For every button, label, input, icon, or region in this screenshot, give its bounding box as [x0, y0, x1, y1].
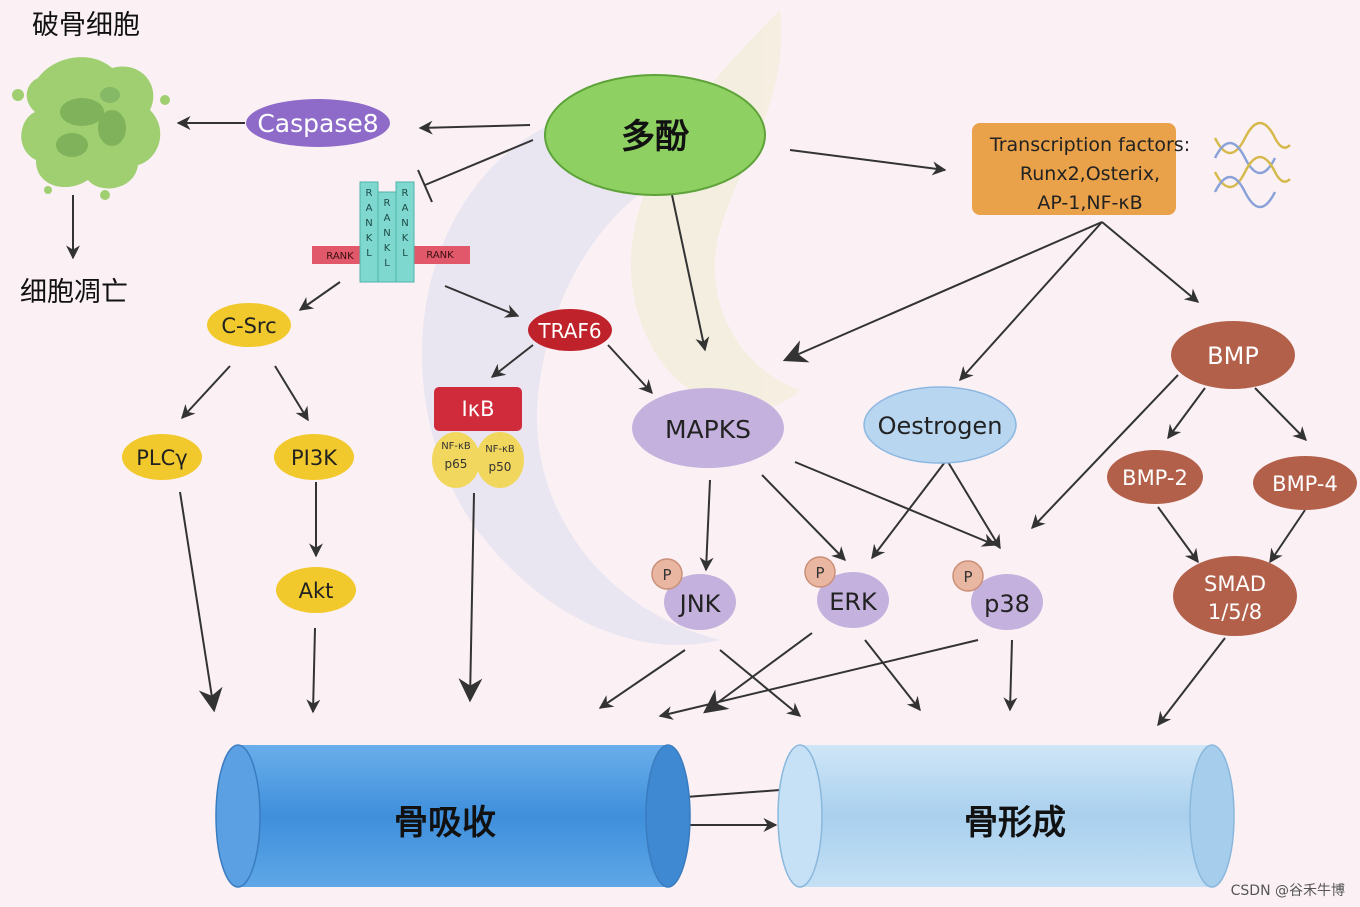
- mapks-node: MAPKS: [632, 388, 784, 468]
- rankl-letter: K: [402, 233, 409, 244]
- rankl-letter: R: [366, 188, 373, 199]
- akt-label: Akt: [299, 579, 334, 603]
- rankl-letter: A: [402, 203, 409, 214]
- apoptosis-label: 细胞凋亡: [20, 277, 128, 308]
- ikb-nfkb-complex: IκB NF-κB p65 NF-κB p50: [432, 387, 524, 488]
- bmp-node: BMP: [1171, 321, 1295, 389]
- mapks-label: MAPKS: [665, 415, 751, 444]
- nfkb-label-left: NF-κB: [441, 441, 471, 452]
- connectors: [66, 116, 1307, 832]
- jnk-node: P JNK: [651, 558, 736, 630]
- rank-label-left: RANK: [326, 251, 354, 262]
- transcription-line-2: Runx2,Osterix,: [1020, 163, 1160, 185]
- akt-node: Akt: [276, 567, 356, 613]
- bmp4-label: BMP-4: [1272, 472, 1338, 496]
- polyphenol-node: 多酚: [544, 74, 766, 196]
- credit-text: CSDN @谷禾牛博: [1231, 882, 1345, 899]
- p38-phospho-label: P: [963, 568, 972, 586]
- jnk-phospho-label: P: [662, 566, 671, 584]
- rankl-letter: N: [401, 218, 408, 229]
- plcy-label: PLCγ: [136, 446, 187, 470]
- smad-label-line1: SMAD: [1204, 572, 1266, 596]
- rankl-letter: K: [366, 233, 373, 244]
- rankl-letter: L: [402, 248, 408, 259]
- osteoclast-cell-illustration: [12, 57, 170, 200]
- plcy-node: PLCγ: [122, 434, 202, 480]
- rankl-letter: N: [365, 218, 372, 229]
- oestrogen-label: Oestrogen: [878, 412, 1003, 440]
- bone-resorption-label: 骨吸收: [394, 803, 496, 843]
- oestrogen-node: Oestrogen: [863, 386, 1017, 464]
- csrc-label: C-Src: [221, 314, 276, 338]
- transcription-line-1: Transcription factors:: [989, 134, 1190, 156]
- p38-node: P p38: [952, 560, 1043, 630]
- p65-label: p65: [445, 457, 468, 471]
- pi3k-node: PI3K: [274, 434, 354, 480]
- rankl-letter: A: [366, 203, 373, 214]
- smad-node: SMAD 1/5/8: [1173, 556, 1297, 636]
- rankl-letter: R: [384, 198, 391, 209]
- bone-formation-cylinder: 骨形成: [777, 744, 1235, 888]
- csrc-node: C-Src: [207, 303, 291, 347]
- rankl-letter: L: [366, 248, 372, 259]
- transcription-line-3: AP-1,NF-κB: [1037, 192, 1142, 214]
- bone-resorption-cylinder: 骨吸收: [215, 744, 691, 888]
- rank-label-right: RANK: [426, 250, 454, 261]
- rankl-letter: K: [384, 243, 391, 254]
- ikb-label: IκB: [462, 397, 495, 421]
- watermark-swirl: [421, 10, 800, 645]
- nfkb-label-right: NF-κB: [485, 444, 515, 455]
- bmp2-node: BMP-2: [1107, 450, 1203, 504]
- bone-formation-label: 骨形成: [964, 803, 1066, 843]
- rankl-letter: A: [384, 213, 391, 224]
- rankl-letter: R: [402, 188, 409, 199]
- erk-label: ERK: [829, 588, 878, 616]
- osteoclast-label: 破骨细胞: [32, 10, 140, 41]
- transcription-factors-node: Transcription factors: Runx2,Osterix, AP…: [972, 123, 1190, 215]
- polyphenol-label: 多酚: [621, 117, 690, 157]
- erk-phospho-label: P: [815, 564, 824, 582]
- bmp4-node: BMP-4: [1253, 456, 1357, 510]
- jnk-label: JNK: [678, 590, 722, 618]
- bmp-label: BMP: [1207, 342, 1259, 370]
- erk-node: P ERK: [804, 556, 889, 628]
- caspase8-node: Caspase8: [246, 99, 390, 147]
- p38-label: p38: [984, 590, 1030, 618]
- rankl-letter: L: [384, 258, 390, 269]
- rankl-letter: N: [383, 228, 390, 239]
- caspase8-label: Caspase8: [257, 109, 378, 138]
- pi3k-label: PI3K: [291, 446, 338, 470]
- bmp2-label: BMP-2: [1122, 466, 1188, 490]
- traf6-label: TRAF6: [537, 319, 601, 343]
- traf6-node: TRAF6: [528, 309, 612, 351]
- dna-helix-icon: [1213, 121, 1291, 209]
- p50-label: p50: [489, 460, 512, 474]
- smad-label-line2: 1/5/8: [1208, 600, 1262, 624]
